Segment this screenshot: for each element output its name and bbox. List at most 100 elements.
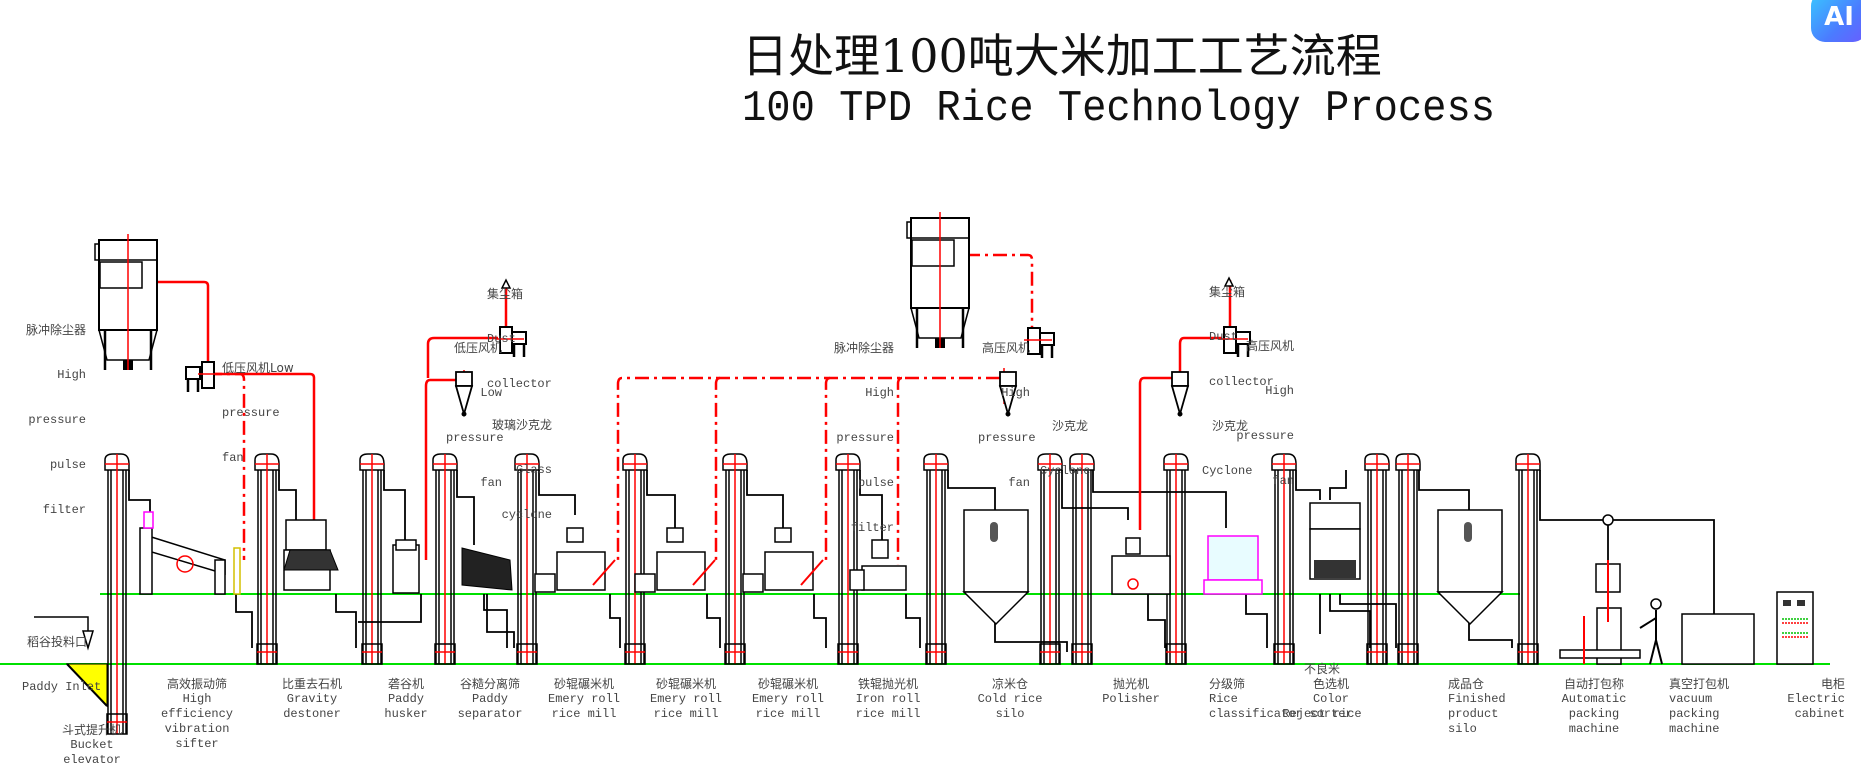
pulse-filter-2-en: High xyxy=(865,386,894,400)
cyclone-outlet xyxy=(1177,411,1183,417)
pulse-filter-1-en: High xyxy=(57,368,86,382)
material-pipe xyxy=(1295,470,1321,500)
caption-en: Paddy xyxy=(387,692,424,706)
caption-cn: 砂辊碾米机 xyxy=(757,677,819,691)
caption-en: silo xyxy=(995,707,1025,721)
paddy-inlet-label: 稻谷投料口 Paddy Inlet xyxy=(22,605,102,710)
cyclone-1-cn: 沙克龙 xyxy=(1051,419,1088,433)
caption-cn: 电柜 xyxy=(1820,677,1845,691)
material-pipe xyxy=(1061,470,1129,520)
elevator-boot xyxy=(516,643,538,665)
caption-cn: 抛光机 xyxy=(1112,677,1150,691)
dust-collector-2-en: Dust xyxy=(1209,330,1238,344)
color-sorter-hopper xyxy=(1309,502,1361,530)
material-pipe xyxy=(538,470,576,515)
sifter-motor xyxy=(176,555,194,573)
caption-cn: 砻谷机 xyxy=(387,677,424,691)
caption-en: Emery roll xyxy=(649,692,723,706)
air-duct-solid xyxy=(426,336,498,378)
emery-mill-2-motor xyxy=(634,573,656,593)
caption-en: separator xyxy=(457,707,523,721)
husker-body xyxy=(392,544,420,594)
caption-en: classificator xyxy=(1209,707,1303,721)
fan-motor xyxy=(185,366,201,380)
polisher-body xyxy=(1111,555,1171,595)
high-fan-2-en: fan xyxy=(1272,474,1294,488)
material-pipe xyxy=(1329,470,1347,500)
pulse-filter-2-en: pressure xyxy=(836,431,894,445)
pulse-filter-1-cn: 脉冲除尘器 xyxy=(25,323,86,337)
fan-motor xyxy=(511,331,527,345)
caption-cn: 真空打包机 xyxy=(1669,677,1730,691)
dust-collector-2-en: collector xyxy=(1209,375,1274,389)
material-pipe xyxy=(486,594,515,648)
high-fan-1-en: fan xyxy=(1008,476,1030,490)
air-duct-dashed xyxy=(939,253,1034,330)
caption-en: rice mill xyxy=(653,707,719,721)
material-pipes xyxy=(128,470,1715,652)
low-fan-2-cn: 低压风机 xyxy=(453,341,502,355)
classificator-body xyxy=(1207,535,1259,581)
pulse-filter-2-cn: 脉冲除尘器 xyxy=(833,341,894,355)
dust-collector-2-cn: 集尘箱 xyxy=(1209,285,1246,299)
caption-en: Rice xyxy=(1209,692,1238,706)
cyclone-outlet xyxy=(461,411,467,417)
cabinet-meter xyxy=(1797,600,1805,606)
caption-en: husker xyxy=(384,707,428,721)
caption-en: Iron roll xyxy=(855,692,921,706)
dust-collector-arrow-icon xyxy=(500,278,512,289)
caption-en: Gravity xyxy=(286,692,338,706)
material-pipe xyxy=(609,594,621,648)
dust-collector-1-label: 集尘箱 Dust collector xyxy=(487,257,552,407)
air-duct-solid xyxy=(125,280,210,370)
material-pipe xyxy=(235,594,253,648)
material-pipe xyxy=(278,470,297,520)
caption-en: rice mill xyxy=(855,707,921,721)
caption-en: machine xyxy=(1669,722,1720,736)
ai-badge-label: AI xyxy=(1824,2,1854,32)
electric-cabinet-body xyxy=(1776,591,1814,665)
dust-collector-1-en: Dust xyxy=(487,332,516,346)
material-pipe xyxy=(1147,594,1166,648)
low-fan-1-en: pressure xyxy=(222,406,280,420)
cyclone-cone xyxy=(454,385,474,418)
caption-en: High xyxy=(182,692,212,706)
material-pipe xyxy=(646,470,676,528)
pulse-filter-1-en: pulse xyxy=(49,458,86,472)
ai-assistant-icon[interactable]: AI xyxy=(1811,0,1861,42)
reject-rice-cn: 不良米 xyxy=(1303,662,1340,676)
elevator-boot xyxy=(724,643,746,665)
low-fan-2-en: Low xyxy=(480,386,502,400)
bucket-elevator xyxy=(622,453,648,665)
operator-head xyxy=(1650,598,1662,610)
elevator-boot xyxy=(361,643,383,665)
cyclone-barrel xyxy=(1171,371,1189,387)
cyclone-cone xyxy=(998,385,1018,418)
material-pipe xyxy=(746,470,784,528)
material-pipe xyxy=(358,594,422,623)
emery-mill-1-hopper xyxy=(566,527,584,543)
glass-cyclone-en: cyclone xyxy=(501,508,552,522)
elevator-boot xyxy=(434,643,456,665)
caption-cn: 斗式提升机 xyxy=(61,723,123,737)
pulse-filter-2-en: pulse xyxy=(857,476,894,490)
low-fan-2-en: pressure xyxy=(446,431,504,445)
elevator-boot xyxy=(624,643,646,665)
dust-collector-arrow-icon xyxy=(1223,276,1235,287)
sifter-frame xyxy=(214,559,226,595)
elevator-boot xyxy=(1273,643,1295,665)
bucket-elevator xyxy=(514,453,540,665)
low-fan-2-label: 低压风机 Low pressure fan xyxy=(446,311,504,506)
polisher-outlet xyxy=(1127,578,1139,590)
paddy-inlet-en: Paddy Inlet xyxy=(22,680,102,694)
air-duct-dashed xyxy=(616,376,1000,560)
sifter-screen xyxy=(144,533,226,576)
